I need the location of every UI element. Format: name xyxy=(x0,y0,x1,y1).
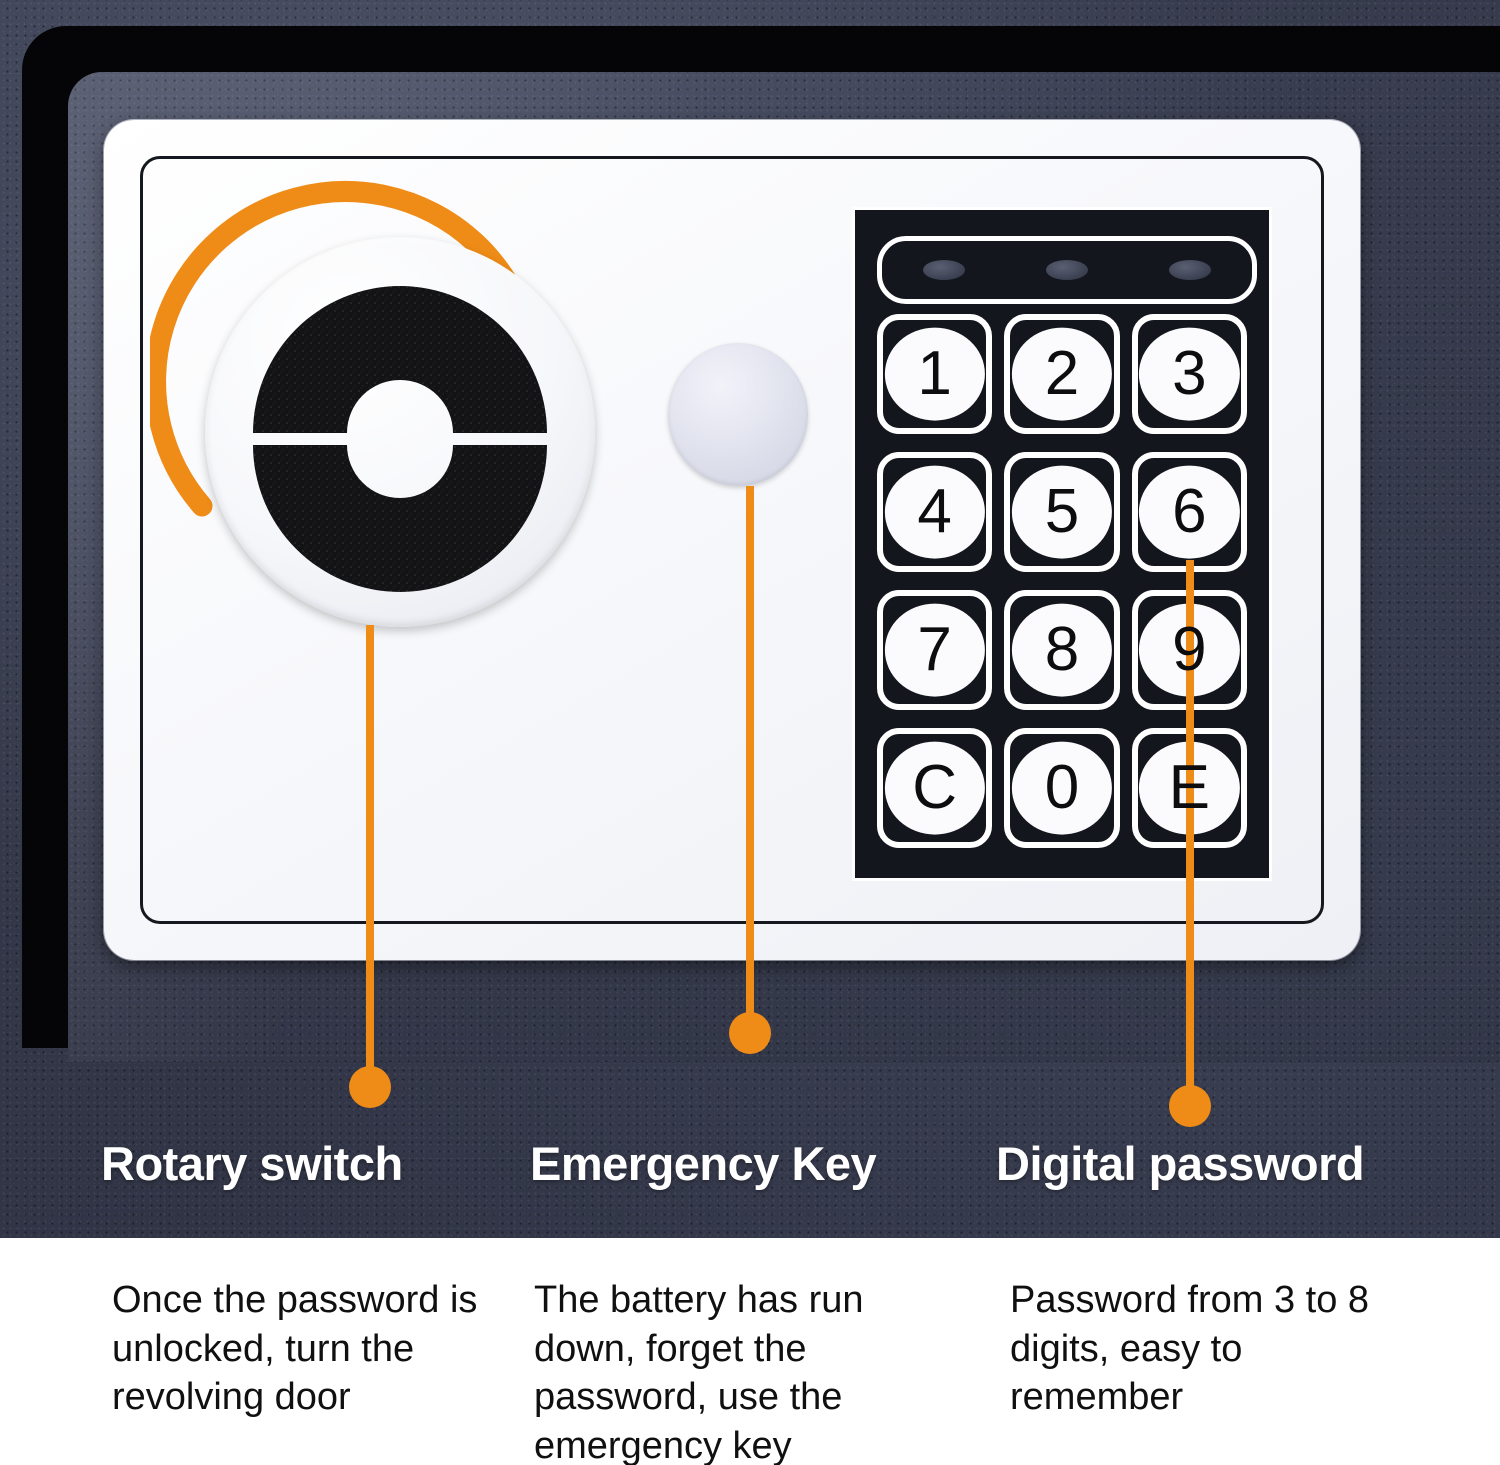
key-label: 0 xyxy=(1044,753,1080,822)
key-face xyxy=(1139,465,1240,559)
keypad-key-7[interactable]: 7 xyxy=(877,590,993,710)
caption-digital-password: Password from 3 to 8 digits, easy to rem… xyxy=(1010,1279,1370,1419)
key-face xyxy=(1011,741,1113,835)
rotary-switch[interactable] xyxy=(205,237,595,627)
led-indicator-icon xyxy=(1169,260,1212,280)
keypad-key-clear[interactable]: C xyxy=(877,728,993,848)
key-label: 8 xyxy=(1044,615,1080,684)
key-label: 1 xyxy=(917,339,952,408)
keypad-key-0[interactable]: 0 xyxy=(1004,728,1120,848)
key-face xyxy=(884,465,985,559)
key-label: C xyxy=(912,753,958,822)
key-face xyxy=(1011,327,1113,421)
callout-label-rotary-switch: Rotary switch xyxy=(101,1137,403,1190)
key-label: 4 xyxy=(917,477,952,546)
key-face xyxy=(1011,603,1113,697)
digital-keypad[interactable]: 1 2 3 4 5 6 7 8 9 C 0 E xyxy=(855,210,1269,878)
emergency-key-cover[interactable] xyxy=(668,343,808,486)
callout-dot-digital-password xyxy=(1169,1085,1211,1127)
callout-dot-emergency-key xyxy=(729,1012,771,1054)
key-face xyxy=(1011,465,1113,559)
key-label: 6 xyxy=(1172,477,1207,546)
key-face xyxy=(884,603,985,697)
key-face xyxy=(1139,327,1240,421)
callout-label-emergency-key: Emergency Key xyxy=(530,1137,877,1190)
callout-line-digital-password xyxy=(1186,560,1194,1110)
callout-dot-rotary-switch xyxy=(349,1066,391,1108)
keypad-key-4[interactable]: 4 xyxy=(877,452,993,572)
key-label: 7 xyxy=(917,615,952,684)
callout-line-emergency-key xyxy=(746,486,754,1038)
led-indicator-icon xyxy=(1045,260,1088,280)
keypad-key-2[interactable]: 2 xyxy=(1004,314,1120,434)
key-label: 9 xyxy=(1172,615,1207,684)
caption-rotary-switch: Once the password is unlocked, turn the … xyxy=(112,1279,478,1419)
key-label: 3 xyxy=(1172,339,1207,408)
callout-label-digital-password: Digital password xyxy=(996,1137,1365,1190)
rotary-switch-slots-icon xyxy=(253,286,547,592)
led-indicator-icon xyxy=(922,260,965,280)
keypad-key-8[interactable]: 8 xyxy=(1004,590,1120,710)
key-label: 2 xyxy=(1044,339,1080,408)
key-label: E xyxy=(1168,753,1210,822)
caption-emergency-key: The battery has run down, forget the pas… xyxy=(534,1279,864,1465)
keypad-key-6[interactable]: 6 xyxy=(1131,452,1247,572)
keypad-key-3[interactable]: 3 xyxy=(1131,314,1247,434)
key-face xyxy=(884,741,985,835)
callout-line-rotary-switch xyxy=(366,625,374,1090)
key-label: 5 xyxy=(1044,477,1080,546)
keypad-key-5[interactable]: 5 xyxy=(1004,452,1120,572)
led-indicator-strip xyxy=(877,236,1257,304)
key-face xyxy=(884,327,985,421)
keypad-key-1[interactable]: 1 xyxy=(877,314,993,434)
caption-area: Once the password is unlocked, turn the … xyxy=(0,1238,1500,1465)
